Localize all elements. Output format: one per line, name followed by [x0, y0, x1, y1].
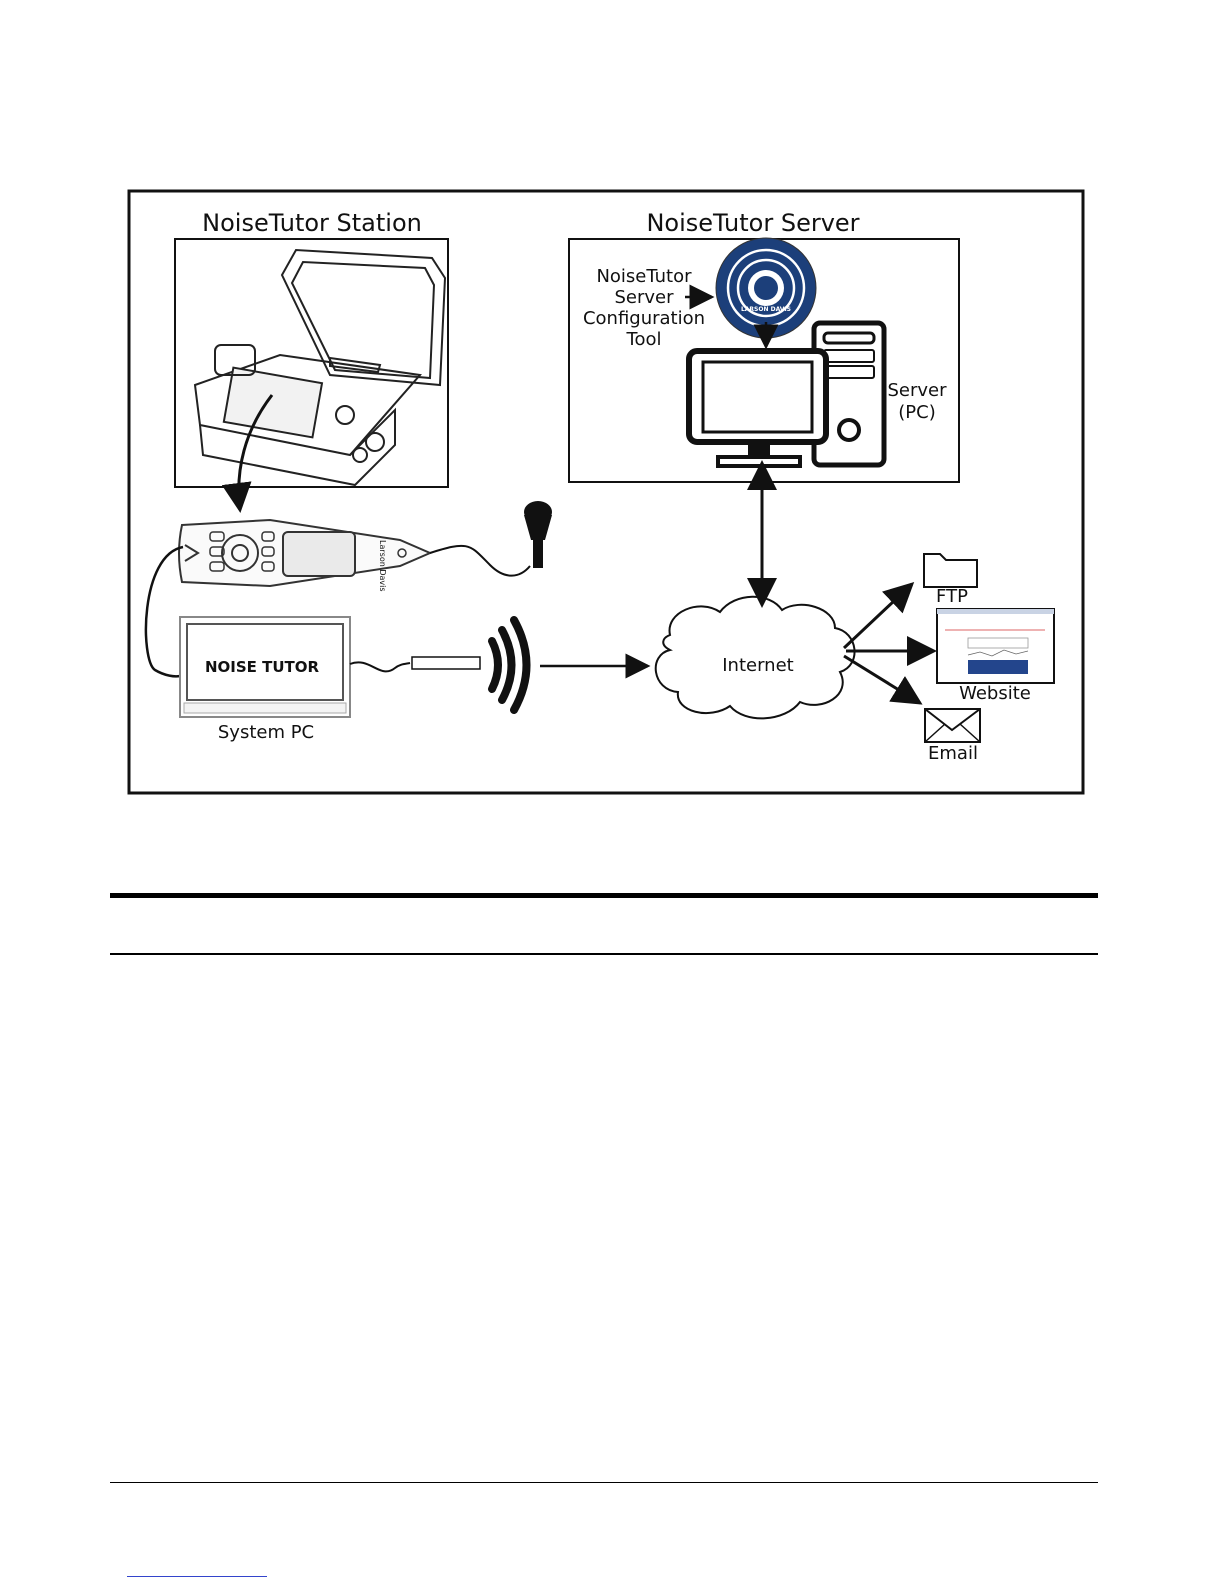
system-pc-label: System PC	[218, 722, 314, 743]
meter-brand-label: Larson Davis	[378, 540, 387, 592]
system-pc: NOISE TUTOR	[180, 617, 350, 717]
server-pc-label-line-1: Server	[887, 380, 947, 401]
section-rule-thin	[110, 953, 1098, 955]
email-label: Email	[928, 743, 978, 764]
ftp-label: FTP	[936, 586, 968, 607]
config-tool-label-line-2: Server	[614, 287, 674, 308]
wireless-modem	[412, 657, 480, 669]
internet-label: Internet	[722, 655, 793, 676]
footer-rule	[110, 1482, 1098, 1483]
system-pc-screen-text: NOISE TUTOR	[205, 658, 320, 676]
website-screenshot-icon	[937, 609, 1054, 683]
server-title: NoiseTutor Server	[646, 209, 859, 237]
station-title: NoiseTutor Station	[202, 209, 422, 237]
email-envelope-icon	[925, 709, 980, 742]
section-rule-thick	[110, 893, 1098, 898]
server-pc-label-line-2: (PC)	[898, 402, 935, 423]
config-tool-label-line-1: NoiseTutor	[596, 266, 692, 287]
config-tool-label-line-4: Tool	[626, 329, 662, 350]
website-label: Website	[959, 683, 1031, 704]
footer-link-underline	[127, 1576, 267, 1577]
config-tool-label-line-3: Configuration	[583, 308, 705, 329]
cd-brand-label: LARSON DAVIS	[741, 306, 791, 313]
